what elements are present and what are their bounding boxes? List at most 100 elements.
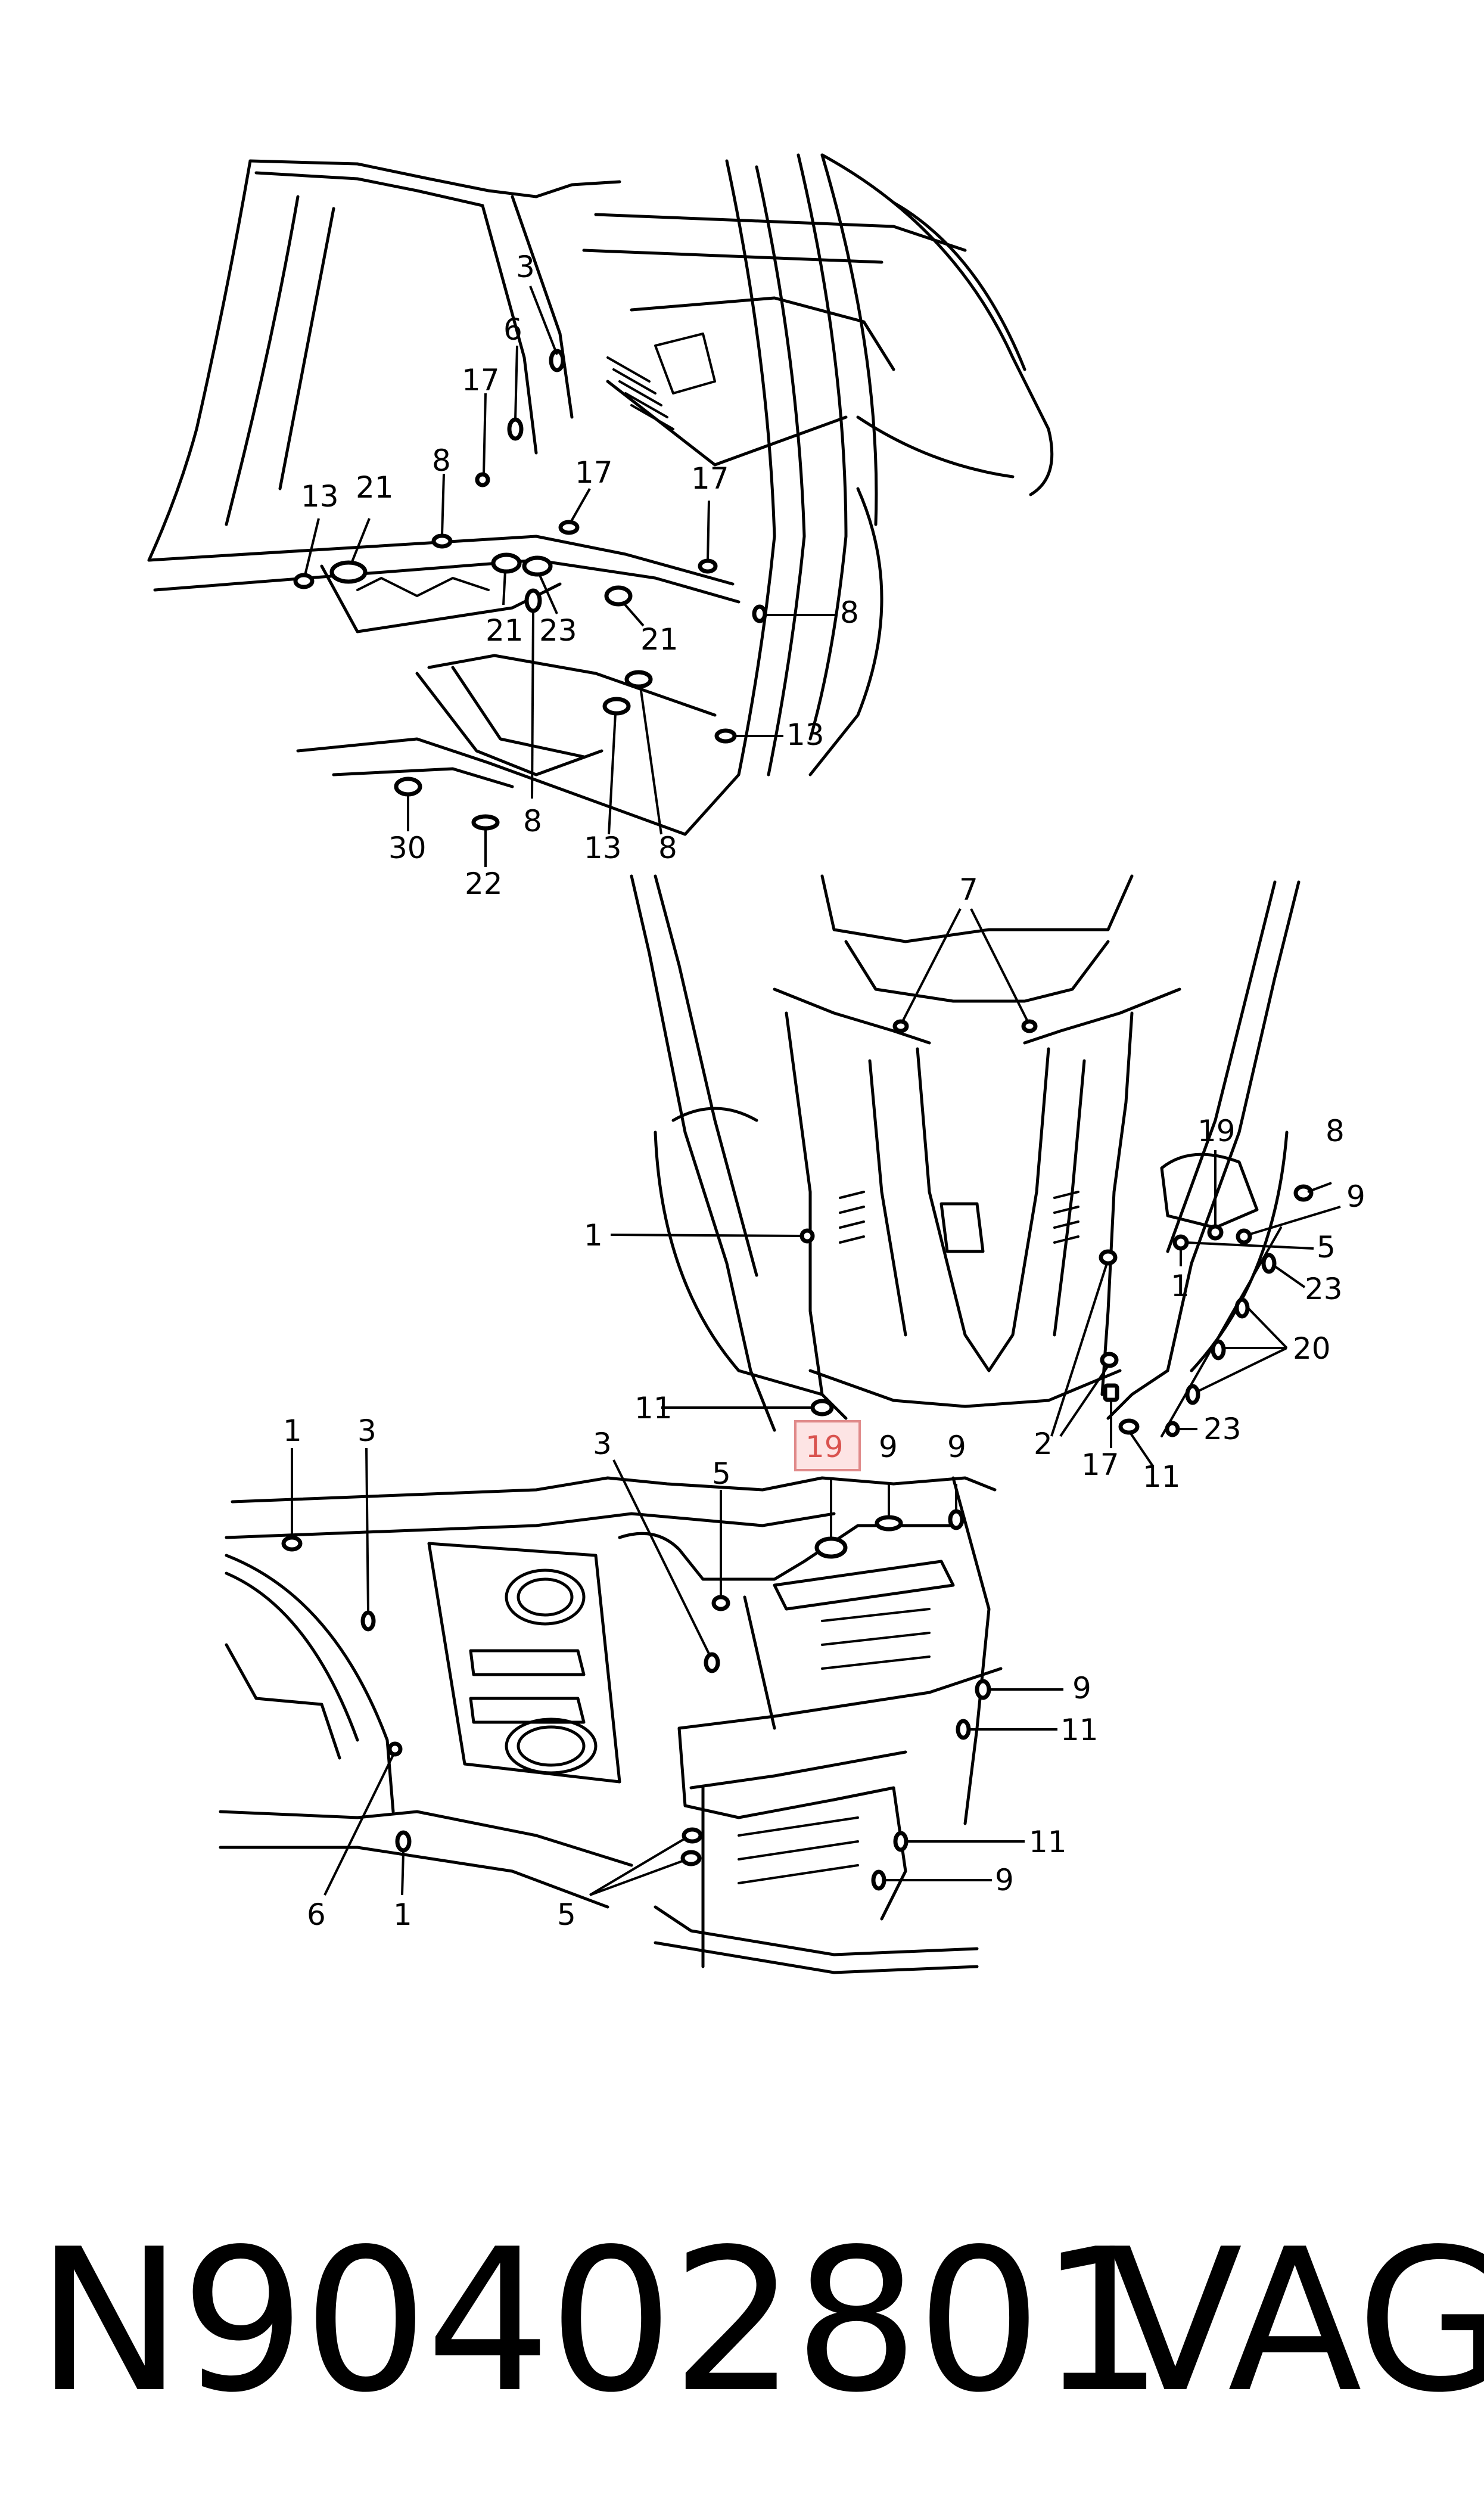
callout-1: 1 bbox=[393, 1897, 412, 1932]
plug-2-a bbox=[1099, 1249, 1118, 1266]
callout-17: 17 bbox=[462, 363, 500, 397]
plug-9-e bbox=[871, 1869, 886, 1891]
callout-7: 7 bbox=[959, 872, 978, 907]
plug-21-c bbox=[604, 585, 633, 607]
callout-11: 11 bbox=[1029, 1825, 1067, 1859]
callout-5: 5 bbox=[557, 1897, 576, 1932]
callout-8: 8 bbox=[523, 804, 542, 838]
rear-interior-view: 3 6 17 8 13 21 17 17 21 23 21 8 8 13 8 1… bbox=[147, 153, 1054, 901]
callout-8: 8 bbox=[658, 831, 677, 865]
callout-1: 1 bbox=[1171, 1269, 1190, 1303]
floor-pan-view: 19 1 3 3 5 9 9 9 11 11 9 6 1 5 bbox=[219, 1414, 1099, 1974]
callout-19: 19 bbox=[1197, 1114, 1236, 1148]
underbody-view: 7 1 11 2 17 11 19 8 9 5 1 23 20 23 bbox=[584, 872, 1365, 1494]
callout-1: 1 bbox=[283, 1414, 302, 1448]
plug-5-b bbox=[682, 1827, 703, 1844]
callout-2: 2 bbox=[1034, 1427, 1053, 1461]
plug-3-a bbox=[360, 1610, 376, 1632]
callout-17: 17 bbox=[1081, 1448, 1119, 1482]
plug-6-a bbox=[387, 1741, 403, 1757]
plug-1-b bbox=[1172, 1234, 1189, 1251]
callout-6: 6 bbox=[307, 1897, 326, 1932]
plug-8-c bbox=[752, 604, 767, 623]
plug-17-b bbox=[558, 520, 580, 535]
callout-22: 22 bbox=[465, 866, 503, 901]
plug-19-a bbox=[1207, 1224, 1224, 1241]
plug-2-b bbox=[1100, 1352, 1119, 1368]
plug-8-d bbox=[624, 670, 653, 689]
plug-20-c bbox=[1185, 1384, 1200, 1405]
plug-6 bbox=[507, 417, 524, 441]
callout-17: 17 bbox=[691, 461, 729, 496]
callout-8: 8 bbox=[432, 443, 451, 478]
plug-17-d bbox=[1103, 1383, 1119, 1402]
callout-11: 11 bbox=[1060, 1713, 1099, 1747]
callout-9: 9 bbox=[947, 1430, 966, 1464]
callout-30: 30 bbox=[388, 831, 427, 865]
plug-3 bbox=[549, 349, 565, 372]
highlight-19-label: 19 bbox=[805, 1430, 844, 1464]
plug-8-e bbox=[1293, 1184, 1314, 1202]
plug-30 bbox=[394, 776, 422, 797]
plug-17-a bbox=[475, 472, 490, 487]
plug-13-c bbox=[714, 728, 737, 744]
plug-11-d bbox=[893, 1831, 909, 1852]
callout-9: 9 bbox=[995, 1863, 1014, 1897]
plug-23-a bbox=[1261, 1253, 1277, 1274]
plug-8-a bbox=[431, 533, 453, 549]
plug-19-b bbox=[814, 1536, 848, 1559]
callout-17: 17 bbox=[575, 455, 613, 490]
plug-17-c bbox=[698, 558, 718, 574]
plug-1-d bbox=[395, 1830, 412, 1853]
callout-13: 13 bbox=[786, 718, 825, 752]
highlight-19-box bbox=[794, 1420, 861, 1471]
part-number: N90402801 bbox=[36, 2207, 1165, 2436]
plug-21-a bbox=[329, 560, 368, 584]
callout-9: 9 bbox=[1346, 1179, 1365, 1214]
plug-3-b bbox=[704, 1652, 720, 1673]
callout-21: 21 bbox=[356, 470, 394, 505]
brand-name: VAG bbox=[1108, 2207, 1484, 2436]
callout-23: 23 bbox=[1305, 1272, 1343, 1306]
callout-8: 8 bbox=[840, 595, 859, 630]
plug-21-b bbox=[491, 552, 522, 574]
callout-13: 13 bbox=[584, 831, 622, 865]
callout-8: 8 bbox=[1326, 1114, 1345, 1148]
callout-5: 5 bbox=[1317, 1230, 1336, 1265]
callout-3: 3 bbox=[357, 1414, 377, 1448]
plug-7-b bbox=[1021, 1019, 1038, 1033]
plug-1-c bbox=[281, 1535, 303, 1552]
plug-13-b bbox=[602, 697, 631, 716]
callout-3: 3 bbox=[516, 250, 535, 284]
plug-5-c bbox=[680, 1850, 702, 1866]
plug-9-a bbox=[1236, 1228, 1252, 1245]
callout-9: 9 bbox=[1072, 1671, 1091, 1706]
plug-13-a bbox=[293, 573, 315, 589]
callout-3: 3 bbox=[593, 1427, 612, 1461]
plug-20-b bbox=[1211, 1339, 1226, 1361]
callout-9: 9 bbox=[879, 1430, 898, 1464]
callout-13: 13 bbox=[301, 479, 339, 514]
callout-21: 21 bbox=[486, 613, 524, 648]
plug-22 bbox=[471, 814, 500, 831]
callout-1: 1 bbox=[584, 1218, 603, 1253]
plug-23 bbox=[522, 555, 553, 577]
callout-23: 23 bbox=[539, 613, 577, 648]
callout-5: 5 bbox=[712, 1456, 731, 1491]
callout-11: 11 bbox=[634, 1391, 673, 1425]
callout-20: 20 bbox=[1293, 1331, 1331, 1366]
plug-9-d bbox=[975, 1679, 991, 1700]
callout-21: 21 bbox=[640, 622, 679, 657]
plug-11-c bbox=[956, 1719, 971, 1740]
callout-23: 23 bbox=[1203, 1412, 1242, 1446]
plug-8-b bbox=[524, 588, 542, 613]
parts-diagram: 3 6 17 8 13 21 17 17 21 23 21 8 8 13 8 1… bbox=[147, 153, 1365, 1974]
plug-11-a bbox=[810, 1399, 834, 1417]
plug-9-c bbox=[948, 1509, 965, 1530]
plug-11-b bbox=[1118, 1418, 1140, 1435]
plug-9-b bbox=[875, 1515, 903, 1532]
plug-5-a bbox=[711, 1595, 730, 1611]
plug-7-a bbox=[892, 1019, 909, 1033]
plug-20-a bbox=[1234, 1297, 1250, 1319]
